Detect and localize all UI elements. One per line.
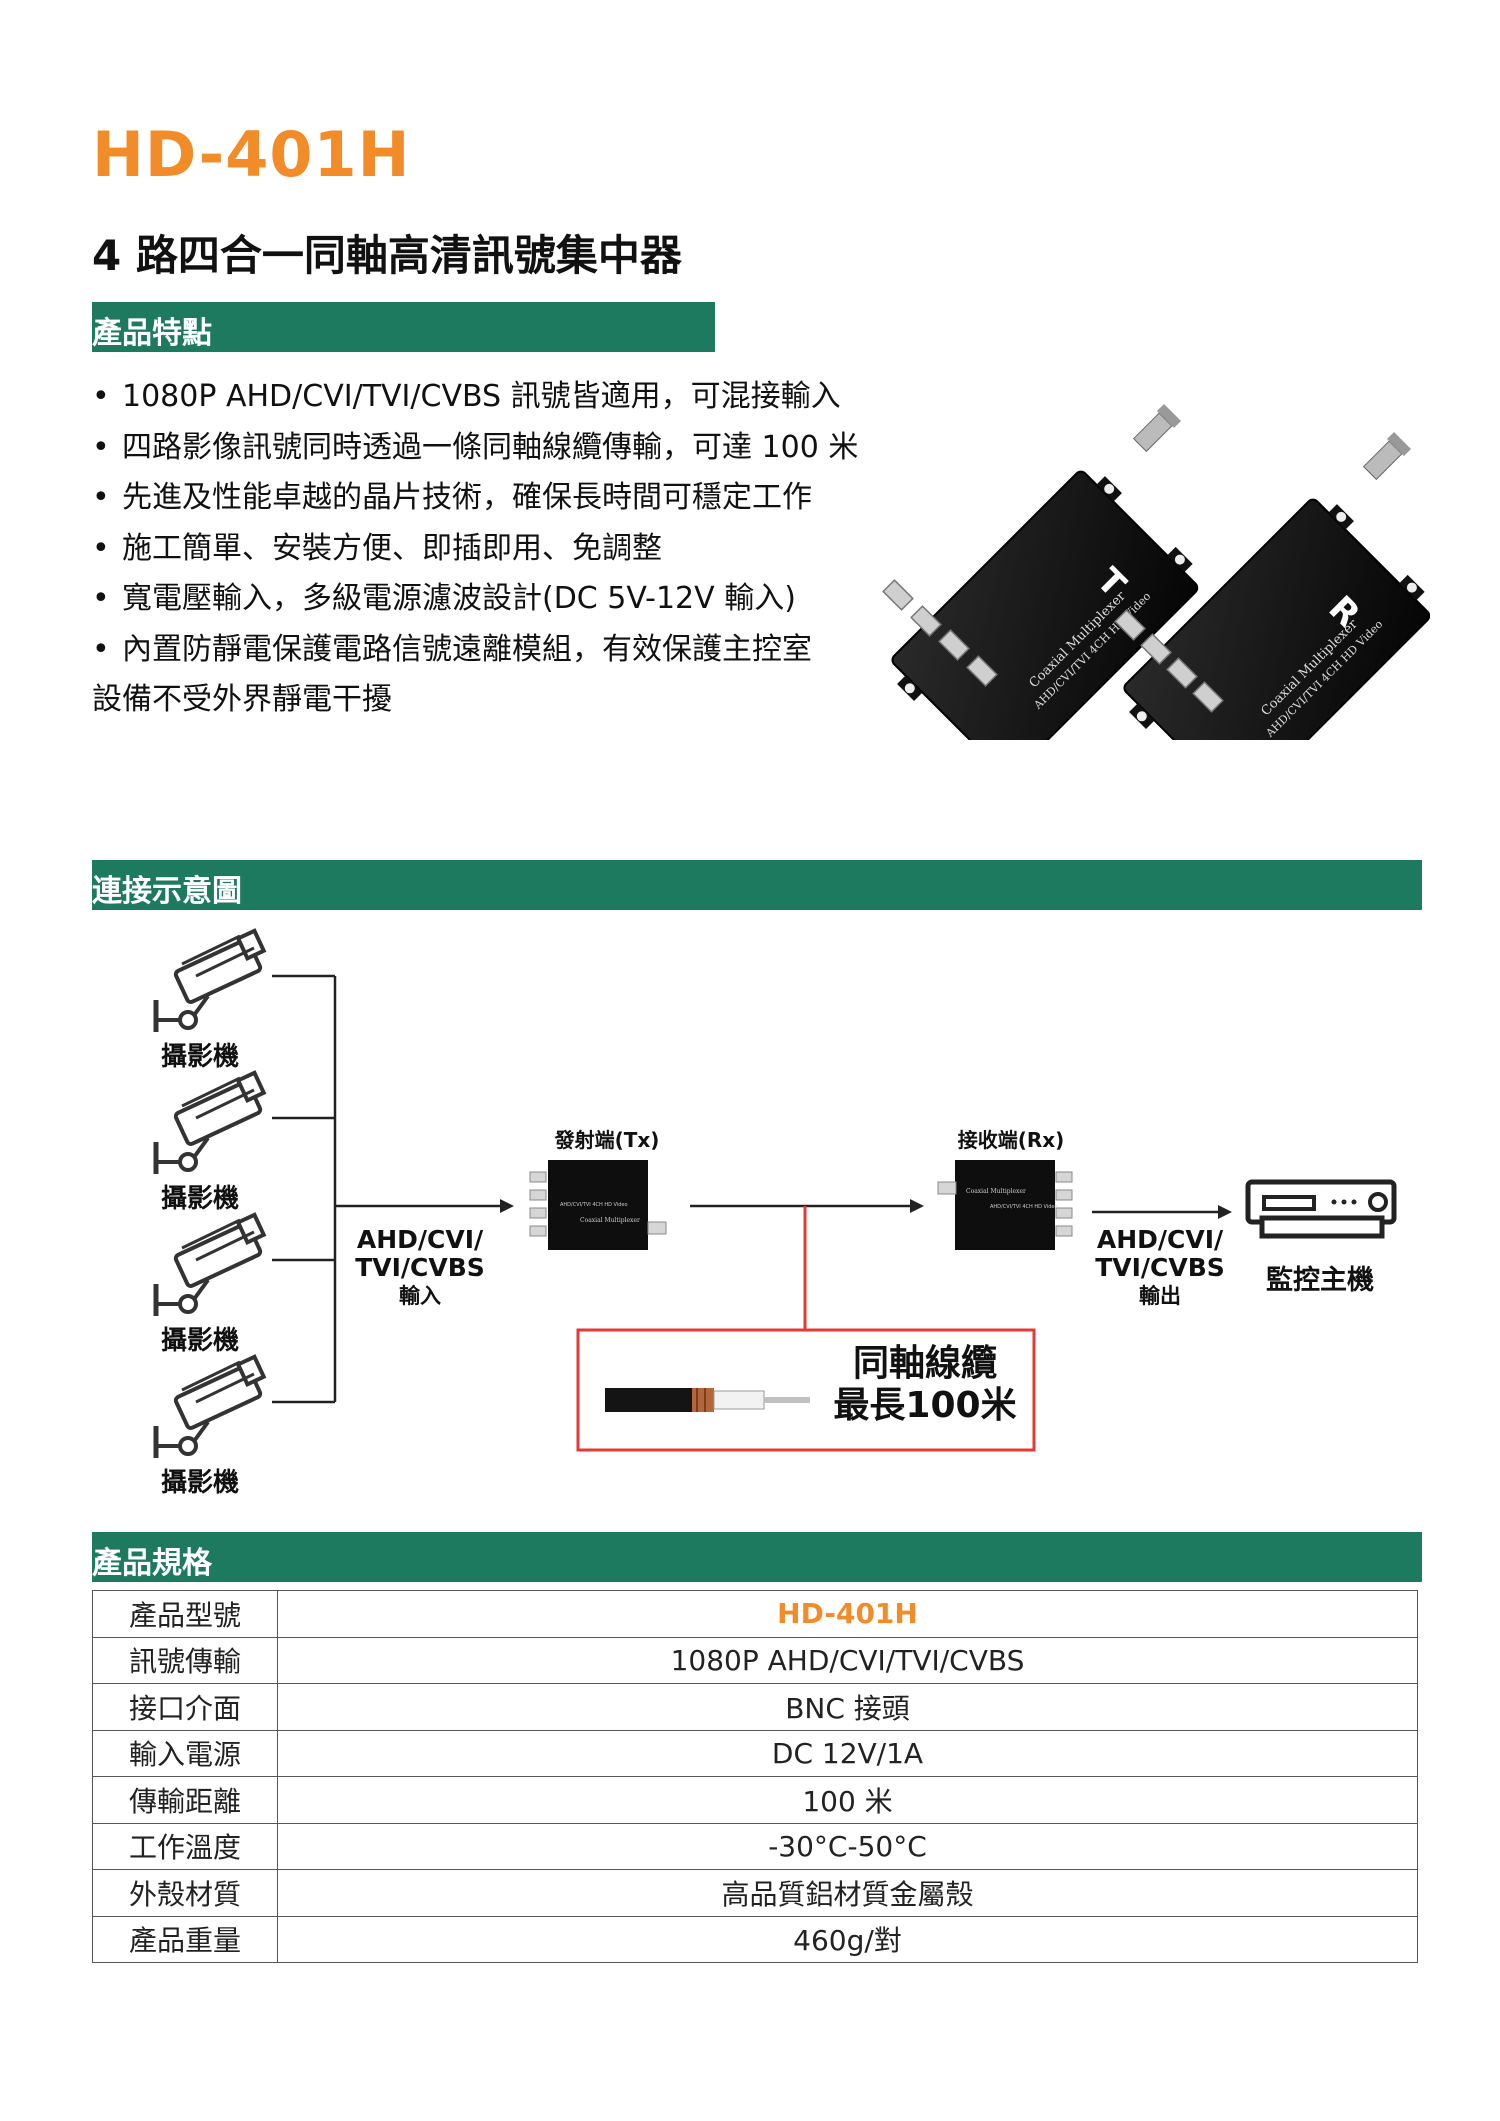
feature-item: 內置防靜電保護電路信號遠離模組，有效保護主控室 — [92, 625, 892, 676]
spec-value: 高品質鋁材質金屬殼 — [277, 1869, 1418, 1917]
input-label-line: 輸入 — [399, 1284, 441, 1308]
specs-section-bar: 產品規格 — [92, 1532, 1422, 1582]
tx-device-text-2: Coaxial Multiplexer — [580, 1217, 640, 1224]
input-label-line: TVI/CVBS — [355, 1253, 485, 1282]
product-photo: T AHD/CVI/TVI 4CH HD Video Coaxial Multi… — [882, 403, 1430, 740]
spec-value: -30°C-50°C — [277, 1822, 1418, 1870]
tx-label: 發射端(Tx) — [554, 1128, 660, 1152]
cable-label-line-2: 最長100米 — [833, 1385, 1016, 1426]
feature-item: 施工簡單、安裝方便、即插即用、免調整 — [92, 524, 892, 575]
camera-icon — [153, 1212, 267, 1316]
camera-label: 攝影機 — [160, 1042, 239, 1072]
table-row: 輸入電源 DC 12V/1A — [92, 1729, 1418, 1777]
spec-key: 工作溫度 — [92, 1822, 278, 1870]
table-row: 訊號傳輸 1080P AHD/CVI/TVI/CVBS — [92, 1636, 1418, 1684]
rx-device-text-1: AHD/CVI/TVI 4CH HD Video — [990, 1204, 1058, 1210]
spec-key: 傳輸距離 — [92, 1776, 278, 1824]
receiver-unit: R AHD/CVI/TVI 4CH HD Video Coaxial Multi… — [1114, 431, 1430, 740]
spec-value: DC 12V/1A — [277, 1729, 1418, 1777]
spec-value: HD-401H — [277, 1590, 1418, 1638]
feature-item: 1080P AHD/CVI/TVI/CVBS 訊號皆適用，可混接輸入 — [92, 372, 892, 423]
input-label-line: AHD/CVI/ — [356, 1225, 484, 1254]
camera-label: 攝影機 — [160, 1326, 239, 1356]
camera-bracket-lines — [272, 974, 500, 1404]
host-label: 監控主機 — [1266, 1265, 1374, 1296]
feature-item-continuation: 設備不受外界靜電干擾 — [92, 682, 392, 717]
feature-item: 寬電壓輸入，多級電源濾波設計(DC 5V-12V 輸入) — [92, 574, 892, 625]
connection-diagram: AHD/CVI/TVI 4CH HD Video Coaxial Multipl… — [153, 928, 1397, 1458]
transmitter-unit: T AHD/CVI/TVI 4CH HD Video Coaxial Multi… — [882, 403, 1199, 740]
spec-value: 1080P AHD/CVI/TVI/CVBS — [277, 1636, 1418, 1684]
camera-label: 攝影機 — [160, 1468, 239, 1498]
output-label-line: 輸出 — [1139, 1284, 1181, 1308]
features-section-bar: 產品特點 — [92, 302, 715, 352]
input-label: AHD/CVI/ TVI/CVBS 輸入 — [340, 1226, 500, 1310]
product-model-title: HD-401H — [92, 118, 411, 191]
diagram-heading: 連接示意圖 — [92, 874, 242, 909]
table-row: 外殼材質 高品質鋁材質金屬殼 — [92, 1869, 1418, 1917]
cable-label-line-1: 同軸線纜 — [853, 1343, 997, 1384]
output-label: AHD/CVI/ TVI/CVBS 輸出 — [1080, 1226, 1240, 1310]
diagram-section-bar: 連接示意圖 — [92, 860, 1422, 910]
output-label-line: AHD/CVI/ — [1096, 1225, 1224, 1254]
spec-key: 接口介面 — [92, 1683, 278, 1731]
tx-device-text-1: AHD/CVI/TVI 4CH HD Video — [560, 1202, 628, 1208]
camera-icon — [153, 928, 267, 1032]
feature-item: 四路影像訊號同時透過一條同軸線纜傳輸，可達 100 米 — [92, 423, 892, 474]
table-row: 傳輸距離 100 米 — [92, 1776, 1418, 1824]
output-label-line: TVI/CVBS — [1095, 1253, 1225, 1282]
camera-icon — [153, 1354, 267, 1458]
rx-device-icon: Coaxial Multiplexer AHD/CVI/TVI 4CH HD V… — [937, 1160, 1073, 1250]
coax-cable-icon — [605, 1388, 810, 1412]
arrow-head-icon — [910, 1199, 924, 1213]
spec-key: 產品型號 — [92, 1590, 278, 1638]
spec-table: 產品型號 HD-401H 訊號傳輸 1080P AHD/CVI/TVI/CVBS… — [92, 1590, 1418, 1963]
rx-device-text-2: Coaxial Multiplexer — [966, 1188, 1026, 1195]
feature-item: 先進及性能卓越的晶片技術，確保長時間可穩定工作 — [92, 473, 892, 524]
table-row: 產品重量 460g/對 — [92, 1915, 1418, 1963]
specs-heading: 產品規格 — [92, 1546, 212, 1581]
spec-value: 100 米 — [277, 1776, 1418, 1824]
tx-device-icon: AHD/CVI/TVI 4CH HD Video Coaxial Multipl… — [529, 1160, 667, 1250]
table-row: 接口介面 BNC 接頭 — [92, 1683, 1418, 1731]
arrow-head-icon — [500, 1199, 514, 1213]
spec-key: 產品重量 — [92, 1915, 278, 1963]
spec-key: 外殼材質 — [92, 1869, 278, 1917]
table-row: 產品型號 HD-401H — [92, 1590, 1418, 1638]
rx-label: 接收端(Rx) — [957, 1128, 1065, 1152]
spec-value: BNC 接頭 — [277, 1683, 1418, 1731]
product-subtitle: 4 路四合一同軸高清訊號集中器 — [92, 231, 682, 280]
feature-list: 1080P AHD/CVI/TVI/CVBS 訊號皆適用，可混接輸入 四路影像訊… — [92, 372, 892, 726]
table-row: 工作溫度 -30°C-50°C — [92, 1822, 1418, 1870]
features-heading: 產品特點 — [92, 316, 212, 351]
arrow-head-icon — [1218, 1205, 1232, 1219]
camera-icon — [153, 1070, 267, 1174]
spec-key: 訊號傳輸 — [92, 1636, 278, 1684]
dvr-host-icon — [1245, 1179, 1397, 1239]
camera-label: 攝影機 — [160, 1184, 239, 1214]
spec-value: 460g/對 — [277, 1915, 1418, 1963]
spec-key: 輸入電源 — [92, 1729, 278, 1777]
